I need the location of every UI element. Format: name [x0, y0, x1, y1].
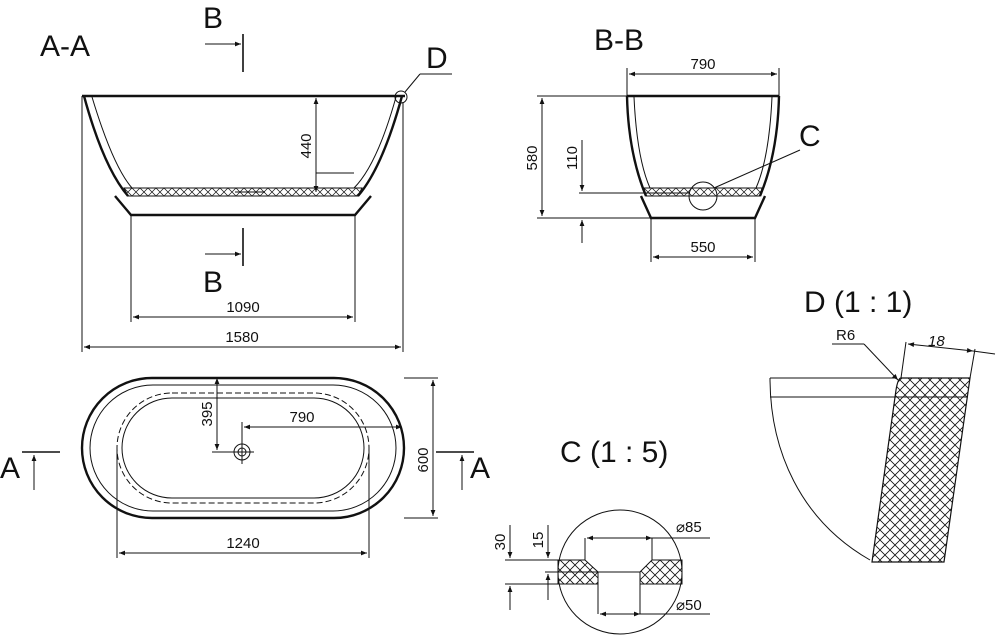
- detail-d-title: D (1 : 1): [804, 286, 912, 319]
- cut-a-left-label: A: [0, 452, 20, 485]
- dim-plan-inner-length: 1240: [226, 535, 259, 552]
- section-aa-label: A-A: [40, 30, 90, 63]
- section-bb-label: B-B: [594, 24, 644, 57]
- section-aa-view: A-A B B D 440: [40, 2, 452, 352]
- detail-d-marker: [394, 90, 408, 104]
- cut-b-top-label: B: [203, 2, 223, 35]
- cut-b-bottom-label: B: [203, 266, 223, 299]
- cut-b-bottom-marker: B: [203, 228, 244, 299]
- dim-aa-overall-width: 1580: [225, 329, 258, 346]
- detail-d-label: D: [426, 42, 448, 75]
- dim-bb-base-width: 550: [690, 239, 715, 256]
- dim-d-wall-thickness: 18: [928, 333, 945, 350]
- cut-b-top-marker: B: [203, 2, 244, 72]
- cut-a-right-marker: A: [436, 451, 490, 490]
- dim-c-inner-diameter: ⌀50: [676, 597, 702, 614]
- dim-plan-drain-y: 395: [199, 401, 216, 426]
- detail-c-label: C: [799, 120, 821, 153]
- detail-c-title: C (1 : 5): [560, 436, 668, 469]
- dim-c-step-height: 15: [530, 532, 547, 549]
- dim-bb-height: 580: [524, 145, 541, 170]
- dim-plan-width: 600: [415, 447, 432, 472]
- dim-aa-base-width: 1090: [226, 299, 259, 316]
- dim-aa-depth: 440: [298, 133, 315, 158]
- cut-a-left-marker: A: [0, 451, 60, 490]
- dim-bb-base-offset: 110: [564, 146, 581, 170]
- detail-d-view: D (1 : 1) R6 18: [769, 286, 996, 563]
- dim-d-radius: R6: [836, 327, 855, 344]
- section-bb-view: B-B 790 580 110 C 550: [524, 24, 821, 262]
- dim-c-total-height: 30: [492, 534, 509, 551]
- detail-c-marker: [688, 181, 718, 211]
- dim-plan-drain-x: 790: [289, 409, 314, 426]
- cut-a-right-label: A: [470, 452, 490, 485]
- dim-bb-top-width: 790: [690, 56, 715, 73]
- dim-c-outer-diameter: ⌀85: [676, 519, 702, 536]
- detail-c-view: C (1 : 5) ⌀85 ⌀50 30 15: [492, 436, 710, 635]
- plan-view: 395 790 600 1240 A A: [0, 376, 490, 558]
